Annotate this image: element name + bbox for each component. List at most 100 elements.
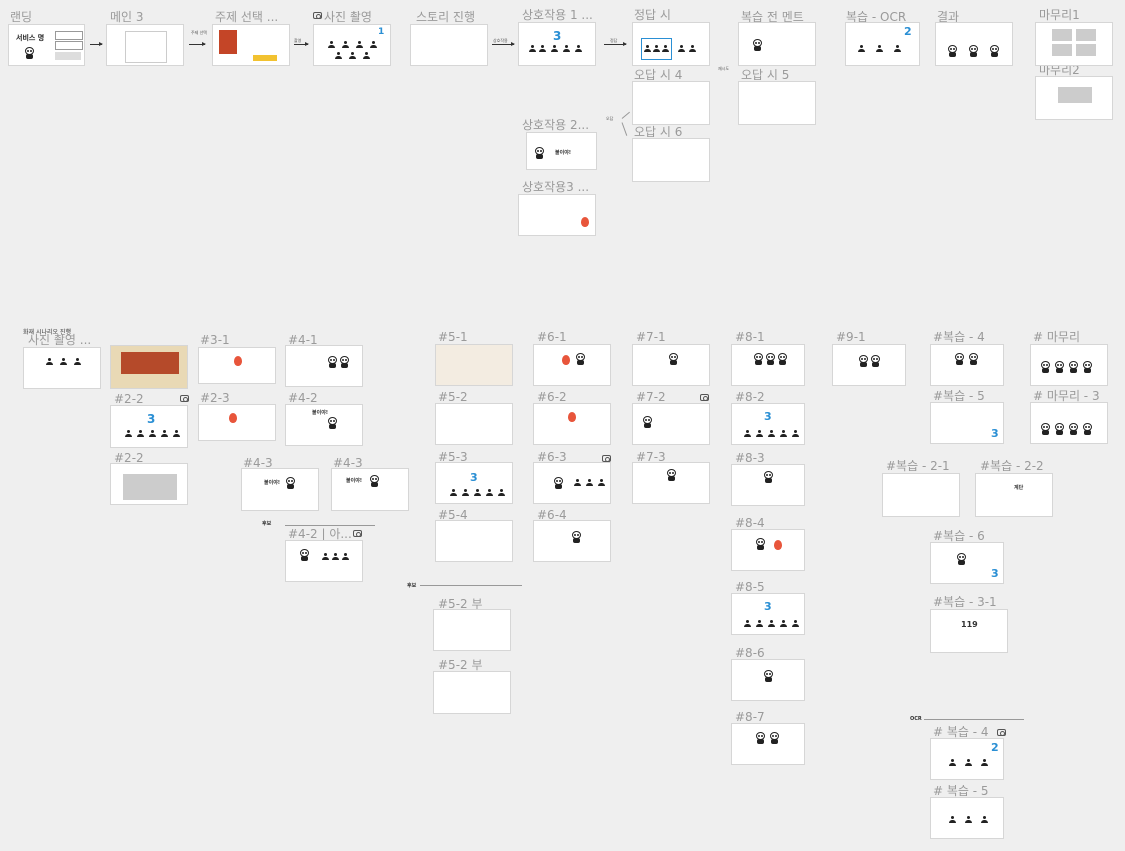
login-button[interactable] [55, 52, 81, 60]
frame-label[interactable]: # 마무리 [1033, 330, 1080, 344]
frame-8-6[interactable] [731, 659, 805, 701]
frame-label[interactable]: #8-6 [735, 646, 765, 660]
frame-8-4[interactable] [731, 529, 805, 571]
frame-8-1[interactable] [731, 344, 805, 386]
frame-review-2-1[interactable] [882, 473, 960, 517]
frame-label[interactable]: #2-3 [200, 391, 230, 405]
frame-4-3[interactable]: 불이야! [241, 468, 319, 511]
frame-label[interactable]: 사진 촬영 ... [28, 333, 92, 347]
frame-label[interactable]: #6-2 [537, 390, 567, 404]
frame-label[interactable]: #복습 - 6 [933, 529, 985, 543]
frame-review-6[interactable]: 3 [930, 542, 1004, 584]
frame-4-2[interactable]: 불이야! [285, 404, 363, 446]
frame-5-2-sub1[interactable] [433, 609, 511, 651]
frame-6-4[interactable] [533, 520, 611, 562]
frame-review-5b[interactable] [930, 797, 1004, 839]
frame-label[interactable]: #3-1 [200, 333, 230, 347]
frame-label[interactable]: #9-1 [836, 330, 866, 344]
frame-4-1[interactable] [285, 345, 363, 387]
frame-inter2[interactable]: 불이야! [526, 132, 597, 170]
frame-label[interactable]: #4-1 [288, 333, 318, 347]
frame-label[interactable]: #5-2 부 [438, 658, 483, 672]
frame-label-inter3[interactable]: 상호작용3 ... [522, 180, 590, 194]
id-field[interactable] [55, 31, 83, 40]
frame-label[interactable]: #8-1 [735, 330, 765, 344]
frame-6-1[interactable] [533, 344, 611, 386]
frame-4-2b[interactable] [285, 540, 363, 582]
frame-review-5[interactable]: 3 [930, 402, 1004, 444]
frame-label[interactable]: #8-2 [735, 390, 765, 404]
frame-finish1[interactable] [1035, 22, 1113, 66]
frame-label-finish2[interactable]: 마무리2 [1039, 63, 1080, 77]
frame-review-4[interactable] [930, 344, 1004, 386]
frame-label[interactable]: #7-3 [636, 450, 666, 464]
frame-review-2-2[interactable]: 계단 [975, 473, 1053, 517]
frame-label[interactable]: #4-3 [243, 456, 273, 470]
frame-inter3[interactable] [518, 194, 596, 236]
frame-landing[interactable]: 서비스 명 [8, 24, 85, 66]
frame-label[interactable]: #2-2 [114, 392, 144, 406]
frame-label[interactable]: #8-5 [735, 580, 765, 594]
frame-8-7[interactable] [731, 723, 805, 765]
frame-finish[interactable] [1030, 344, 1108, 386]
frame-label-landing[interactable]: 랜딩 [10, 10, 33, 24]
frame-label[interactable]: #복습 - 2-1 [886, 459, 950, 473]
frame-label[interactable]: #7-2 [636, 390, 666, 404]
frame-label[interactable]: #5-1 [438, 330, 468, 344]
frame-label[interactable]: #7-1 [636, 330, 666, 344]
frame-result[interactable] [935, 22, 1013, 66]
frame-9-1[interactable] [832, 344, 906, 386]
frame-label-review-comment[interactable]: 복습 전 멘트 [741, 10, 804, 24]
select-button[interactable] [253, 55, 277, 61]
frame-review-3-1[interactable]: 119 [930, 609, 1008, 653]
frame-label-topic[interactable]: 주제 선택 ... [215, 10, 279, 24]
frame-label[interactable]: #2-2 [114, 451, 144, 465]
frame-5-2-sub2[interactable] [433, 671, 511, 714]
frame-label-correct[interactable]: 정답 시 [634, 8, 671, 22]
frame-7-3[interactable] [632, 462, 710, 504]
frame-label[interactable]: #복습 - 3-1 [933, 595, 997, 609]
frame-finish-3[interactable] [1030, 402, 1108, 444]
frame-2-2b[interactable] [110, 463, 188, 505]
frame-4-3b[interactable]: 불이야! [331, 468, 409, 511]
frame-label[interactable]: #5-4 [438, 508, 468, 522]
frame-7-1[interactable] [632, 344, 710, 386]
frame-main[interactable] [106, 24, 184, 66]
frame-wrong4[interactable] [632, 81, 710, 125]
frame-label-photo[interactable]: 사진 촬영 [324, 10, 372, 24]
frame-2-3[interactable] [198, 404, 276, 441]
frame-label[interactable]: #6-4 [537, 508, 567, 522]
frame-wrong6[interactable] [632, 138, 710, 182]
frame-label[interactable]: # 복습 - 5 [933, 784, 989, 798]
frame-label[interactable]: #6-3 [537, 450, 567, 464]
frame-label[interactable]: #복습 - 2-2 [980, 459, 1044, 473]
frame-8-2[interactable]: 3 [731, 403, 805, 445]
frame-label[interactable]: #6-1 [537, 330, 567, 344]
frame-label-wrong6[interactable]: 오답 시 6 [634, 125, 683, 139]
frame-review-ocr[interactable]: 2 [845, 22, 920, 66]
frame-8-3[interactable] [731, 464, 805, 506]
frame-3-1[interactable] [198, 347, 276, 384]
frame-2-2[interactable]: 3 [110, 405, 188, 448]
frame-finish2[interactable] [1035, 76, 1113, 120]
frame-label-inter1[interactable]: 상호작용 1 ... [522, 8, 593, 22]
frame-review-comment[interactable] [738, 22, 816, 66]
frame-label[interactable]: #8-3 [735, 451, 765, 465]
frame-label[interactable]: #8-4 [735, 516, 765, 530]
frame-label-main[interactable]: 메인 3 [110, 10, 144, 24]
frame-correct[interactable] [632, 22, 710, 66]
frame-6-3[interactable] [533, 462, 611, 504]
frame-label[interactable]: #4-3 [333, 456, 363, 470]
frame-wrong5[interactable] [738, 81, 816, 125]
frame-label[interactable]: #복습 - 5 [933, 389, 985, 403]
frame-label[interactable]: #복습 - 4 [933, 330, 985, 344]
frame-label[interactable]: #4-2 | 아... [288, 527, 352, 541]
frame-label[interactable]: # 복습 - 4 [933, 725, 989, 739]
frame-photo[interactable]: 1 [313, 24, 391, 66]
frame-5-3[interactable]: 3 [435, 462, 513, 504]
frame-label-wrong4[interactable]: 오답 시 4 [634, 68, 683, 82]
frame-label-finish1[interactable]: 마무리1 [1039, 8, 1080, 22]
frame-5-4[interactable] [435, 520, 513, 562]
frame-7-2[interactable] [632, 403, 710, 445]
frame-story[interactable] [410, 24, 488, 66]
